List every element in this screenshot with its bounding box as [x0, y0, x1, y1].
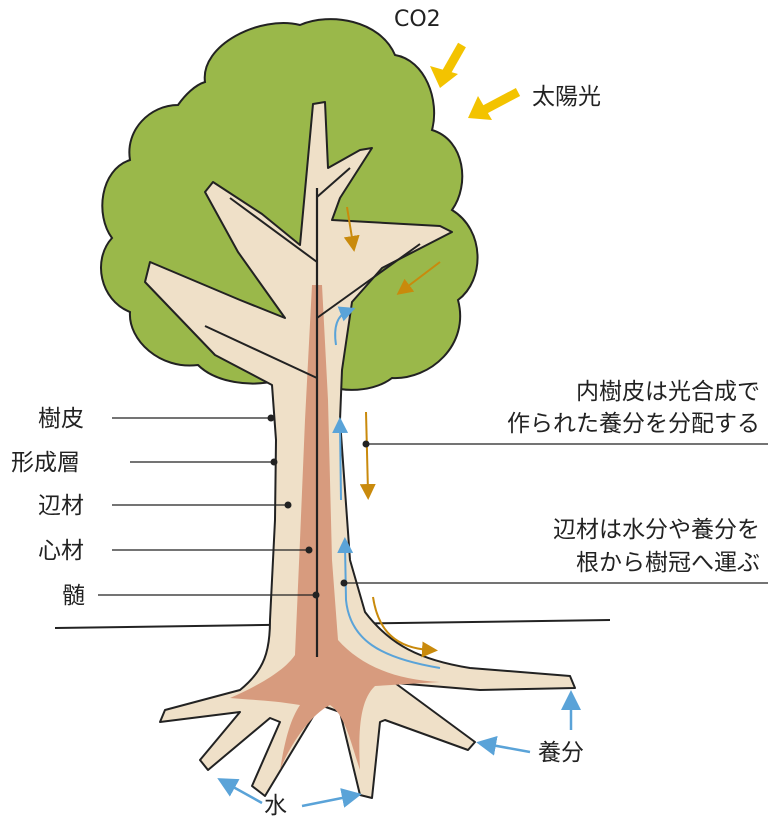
nutrient-arrow-root: [372, 596, 438, 658]
note-inner-bark-1: 内樹皮は光合成で: [576, 379, 760, 405]
co2-arrowhead: [430, 66, 458, 88]
heartwood-core: [230, 285, 440, 770]
label-pith: 髄: [62, 583, 85, 609]
water-arrow-in-right: [301, 788, 362, 808]
note-sapwood-2: 根から樹冠へ運ぶ: [576, 550, 760, 576]
nutrient-arrow-branch-1: [343, 206, 360, 252]
label-cambium: 形成層: [11, 450, 80, 476]
sunlight-arrowhead: [468, 96, 492, 120]
sunlight-arrow: [481, 88, 521, 114]
water-arrow-trunk-upper: [332, 417, 349, 501]
left-leader-dots: [267, 414, 320, 599]
branch-pith-right-upper: [316, 167, 351, 198]
water-arrow-branch: [334, 306, 356, 346]
right-leader-inner-bark-dot: [362, 440, 370, 448]
label-water: 水: [264, 793, 287, 819]
sunlight-label: 太陽光: [532, 84, 601, 110]
left-leaders: [98, 417, 316, 596]
nutrient-arrow-trunk: [359, 411, 376, 500]
label-sapwood: 辺材: [38, 493, 84, 519]
label-bark: 樹皮: [38, 406, 84, 432]
water-arrow-trunk-lower: [337, 537, 441, 669]
branch-pith-left-lower: [204, 325, 318, 379]
branch-pith-right-lower: [316, 243, 421, 319]
nutrient-arrow-branch-2: [396, 261, 441, 295]
note-inner-bark-2: 作られた養分を分配する: [507, 411, 760, 437]
trunk-sapwood: [144, 101, 576, 799]
label-heartwood: 心材: [38, 538, 84, 564]
right-leader-sapwood-dot: [340, 579, 348, 587]
nutrient-arrow-in-2: [476, 735, 531, 756]
note-sapwood-1: 辺材は水分や養分を: [553, 517, 760, 543]
water-arrow-in-left: [217, 778, 263, 805]
co2-label: CO2: [394, 7, 441, 32]
label-nutrients: 養分: [538, 740, 584, 766]
branch-pith-left-upper: [229, 197, 318, 263]
